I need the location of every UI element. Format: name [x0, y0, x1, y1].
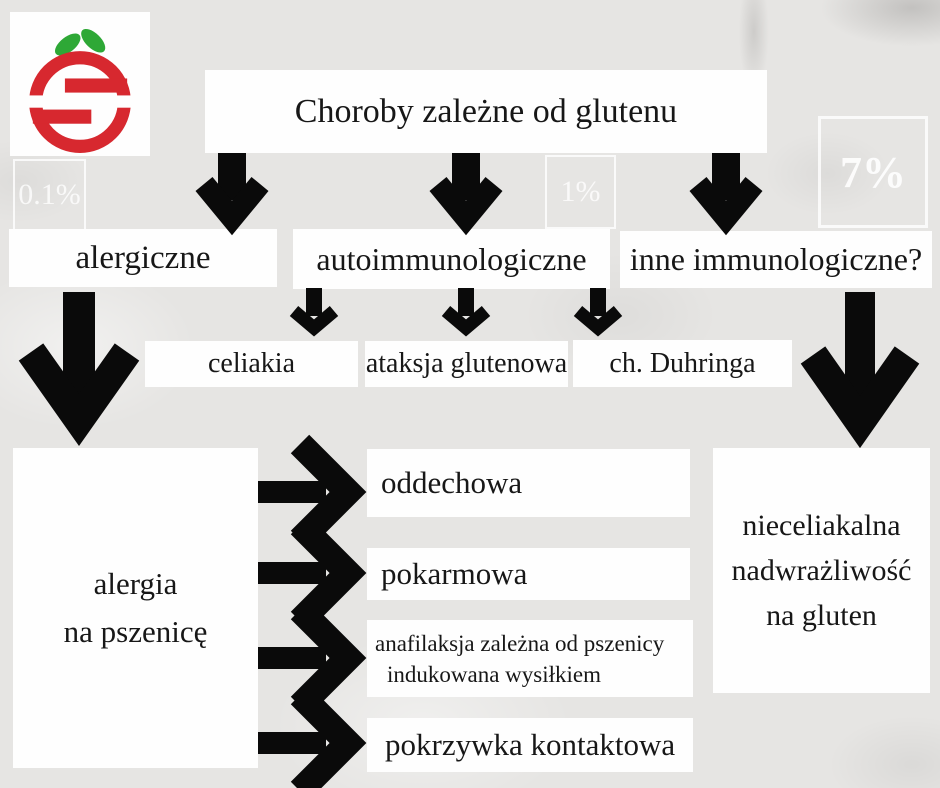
arrow-to-oddechowa: [258, 434, 367, 550]
disease-label: celiakia: [207, 348, 296, 379]
disease-box-celiakia: celiakia: [145, 341, 358, 387]
percentage-value: 1%: [560, 175, 601, 208]
arrow-title-to-autoimmunologiczne: [429, 153, 503, 236]
diagram-title-text: Choroby zależne od glutenu: [294, 92, 678, 130]
arrow-title-to-inne-immunologiczne: [689, 153, 763, 236]
big-arrow-to-alergia-na-pszenice: [18, 292, 140, 447]
panel-label-line3: na gluten: [766, 599, 877, 632]
disease-box-ataksja-glutenowa: ataksja glutenowa: [365, 341, 568, 387]
allergy-form-box-oddechowa: oddechowa: [367, 449, 690, 517]
arrow-to-ch-duhringa: [573, 288, 623, 337]
disease-label: ch. Duhringa: [609, 347, 756, 379]
panel-label-line2: na pszenicę: [63, 614, 208, 649]
arrow-to-ataksja-glutenowa: [441, 288, 491, 337]
apple-logo-icon: [23, 28, 137, 153]
allergy-form-label: pokarmowa: [381, 556, 528, 591]
percentage-badge-alergiczne: 0.1%: [13, 159, 86, 231]
allergy-form-box-anafilaksja: anafilaksja zależna od pszenicy indukowa…: [367, 620, 693, 697]
allergy-form-label-line2: indukowana wysiłkiem: [387, 661, 601, 687]
panel-nieceliakalna-nadwrazliwosc: nieceliakalna nadwrażliwość na gluten: [713, 448, 930, 693]
panel-label-line2: nadwrażliwość: [731, 554, 912, 587]
category-box-inne-immunologiczne: inne immunologiczne?: [620, 231, 932, 288]
allergy-form-label-line1: anafilaksja zależna od pszenicy: [375, 630, 665, 656]
percentage-badge-autoimmunologiczne: 1%: [545, 155, 616, 229]
category-label: alergiczne: [75, 239, 211, 276]
arrow-to-anafilaksja: [258, 600, 367, 716]
category-label: autoimmunologiczne: [316, 240, 587, 277]
allergy-form-label: oddechowa: [381, 465, 523, 500]
disease-box-ch-duhringa: ch. Duhringa: [573, 340, 792, 387]
allergy-form-label: pokrzywka kontaktowa: [385, 727, 676, 762]
big-arrow-to-nieceliakalna: [800, 292, 920, 449]
arrow-to-pokarmowa: [258, 515, 367, 631]
category-box-alergiczne: alergiczne: [9, 229, 277, 287]
disease-label: ataksja glutenowa: [365, 348, 568, 379]
percentage-badge-inne: 7%: [818, 116, 928, 228]
arrow-to-celiakia: [289, 288, 339, 337]
arrow-to-pokrzywka: [258, 685, 367, 788]
category-label: inne immunologiczne?: [629, 241, 923, 277]
percentage-value: 0.1%: [18, 178, 81, 211]
percentage-value: 7%: [840, 147, 906, 197]
organization-logo: [10, 12, 150, 156]
allergy-form-box-pokarmowa: pokarmowa: [367, 548, 690, 600]
diagram-title: Choroby zależne od glutenu: [205, 70, 767, 153]
allergy-form-box-pokrzywka: pokrzywka kontaktowa: [367, 718, 693, 772]
category-box-autoimmunologiczne: autoimmunologiczne: [293, 229, 610, 289]
panel-label-line1: nieceliakalna: [742, 509, 901, 542]
panel-label-line1: alergia: [93, 566, 178, 601]
arrow-title-to-alergiczne: [195, 153, 269, 236]
panel-alergia-na-pszenice: alergia na pszenicę: [13, 448, 258, 768]
